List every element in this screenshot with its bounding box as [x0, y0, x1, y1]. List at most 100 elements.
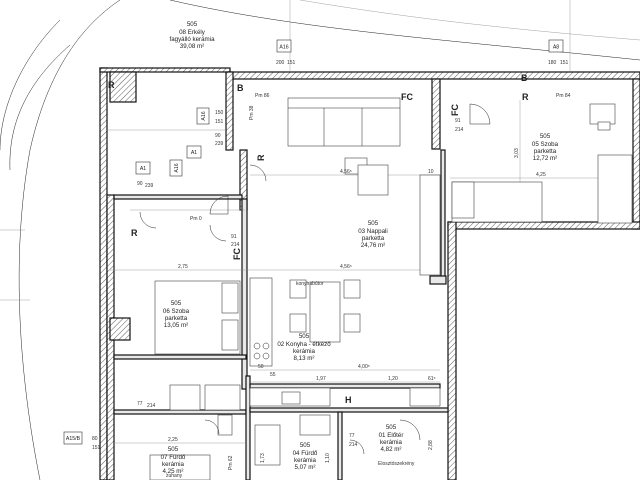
svg-text:50: 50	[258, 364, 264, 370]
svg-text:91: 91	[455, 118, 461, 124]
svg-text:01 Előtér: 01 Előtér	[379, 432, 404, 439]
svg-text:kerámia: kerámia	[293, 348, 316, 355]
svg-text:4,25 m²: 4,25 m²	[163, 468, 184, 475]
svg-text:505: 505	[368, 220, 379, 227]
svg-text:R: R	[108, 80, 115, 90]
svg-text:151: 151	[287, 60, 296, 66]
svg-text:200: 200	[276, 60, 285, 66]
svg-text:12,72 m²: 12,72 m²	[533, 155, 557, 162]
room-label-szoba06: 505 06 Szoba parketta 13,05 m²	[163, 300, 190, 329]
marker-a1-b: A1	[191, 150, 197, 156]
dimension-lines	[107, 0, 632, 444]
misc-labels: Pm 86 Pm 84 Pm 38 Pm 0 Pm 62 FC FC FC R …	[108, 73, 571, 479]
window-marker-box	[196, 107, 210, 125]
svg-text:24,76 m²: 24,76 m²	[361, 242, 385, 249]
svg-text:39,08 m²: 39,08 m²	[180, 43, 204, 50]
svg-text:kerámia: kerámia	[380, 439, 403, 446]
svg-text:06 Szoba: 06 Szoba	[163, 308, 190, 315]
svg-text:2,25: 2,25	[168, 437, 178, 443]
window-marker-box	[135, 161, 151, 175]
marker-a16-top: A16	[279, 45, 288, 51]
svg-text:151: 151	[560, 60, 569, 66]
svg-text:214: 214	[147, 403, 156, 409]
room-label-nappali: 505 03 Nappali parketta 24,76 m²	[358, 220, 388, 249]
svg-text:90: 90	[215, 133, 221, 139]
svg-text:91: 91	[231, 234, 237, 240]
svg-text:4,00⁵: 4,00⁵	[358, 364, 370, 370]
svg-text:kerámia: kerámia	[294, 457, 317, 464]
svg-text:Pm 38: Pm 38	[249, 105, 255, 120]
svg-text:R: R	[256, 154, 266, 161]
svg-text:parketta: parketta	[362, 235, 385, 242]
svg-text:parketta: parketta	[534, 148, 557, 155]
svg-text:B: B	[237, 83, 244, 93]
svg-text:55: 55	[270, 372, 276, 378]
svg-text:505: 505	[187, 21, 198, 28]
marker-a15b: A15/B	[66, 436, 81, 442]
svg-text:4,82 m²: 4,82 m²	[381, 446, 402, 453]
svg-text:Elosztószekrény: Elosztószekrény	[378, 461, 415, 467]
svg-text:H: H	[345, 395, 352, 405]
svg-text:90: 90	[137, 181, 143, 187]
window-marker-box	[63, 431, 83, 445]
svg-text:2,75: 2,75	[178, 264, 188, 270]
room-label-furdo07: 505 07 Fürdő kerámia 4,25 m²	[161, 446, 186, 475]
window-marker-box	[276, 39, 292, 53]
svg-text:4,56⁵: 4,56⁵	[340, 169, 352, 175]
svg-text:3,03: 3,03	[514, 148, 520, 158]
svg-text:505: 505	[299, 333, 310, 340]
door-swings	[139, 103, 491, 455]
svg-text:77: 77	[137, 401, 143, 407]
furniture	[149, 97, 633, 480]
svg-text:zuhany: zuhany	[166, 473, 183, 479]
svg-text:8,13 m²: 8,13 m²	[294, 355, 315, 362]
svg-text:FC: FC	[232, 248, 242, 260]
svg-text:1,73: 1,73	[260, 453, 266, 463]
svg-text:13,05 m²: 13,05 m²	[164, 322, 188, 329]
svg-text:08 Erkély: 08 Erkély	[179, 29, 206, 36]
svg-text:239: 239	[215, 141, 224, 147]
window-marker-box	[169, 159, 183, 177]
outer-walls	[99, 67, 640, 480]
svg-text:5,07 m²: 5,07 m²	[295, 464, 316, 471]
svg-text:505: 505	[386, 424, 397, 431]
svg-text:03 Nappali: 03 Nappali	[358, 228, 388, 235]
svg-text:1,97: 1,97	[316, 376, 326, 382]
svg-text:Pm 0: Pm 0	[190, 216, 202, 222]
svg-text:505: 505	[540, 133, 551, 140]
room-label-erkely: 505 08 Erkély fagyálló kerámia 39,08 m²	[169, 21, 215, 50]
window-marker-box	[186, 145, 202, 159]
marker-a16-left: A16	[201, 111, 207, 120]
svg-text:505: 505	[168, 446, 179, 453]
dimension-labels: 4,56⁵ 4,25 2,75 4,56⁵ 4,00⁵ 1,97 1,20 61…	[168, 148, 546, 463]
svg-text:07 Fürdő: 07 Fürdő	[161, 454, 186, 461]
marker-a1-a: A1	[140, 166, 146, 172]
svg-text:R: R	[131, 228, 138, 238]
svg-text:214: 214	[231, 242, 240, 248]
room-label-eloter: 505 01 Előtér kerámia 4,82 m²	[379, 424, 404, 453]
marker-a8-top: A8	[553, 45, 559, 51]
svg-text:1,10: 1,10	[325, 453, 331, 463]
svg-text:FC: FC	[401, 92, 413, 102]
svg-text:05 Szoba: 05 Szoba	[532, 141, 559, 148]
interior-walls	[113, 149, 449, 480]
svg-text:04 Fürdő: 04 Fürdő	[293, 450, 318, 457]
svg-text:61⁵: 61⁵	[428, 376, 436, 382]
svg-text:02 Konyha - étkező: 02 Konyha - étkező	[277, 341, 331, 348]
window-marker-box	[548, 39, 564, 53]
svg-text:fagyálló kerámia: fagyálló kerámia	[169, 36, 215, 43]
svg-text:Pm 84: Pm 84	[556, 93, 571, 99]
svg-text:505: 505	[171, 300, 182, 307]
room-label-konyha: 505 02 Konyha - étkező kerámia 8,13 m²	[277, 333, 331, 362]
svg-text:214: 214	[455, 127, 464, 133]
svg-text:151: 151	[92, 445, 101, 451]
svg-text:77: 77	[349, 433, 355, 439]
svg-text:Pm 62: Pm 62	[228, 455, 234, 470]
room-label-szoba05: 505 05 Szoba parketta 12,72 m²	[532, 133, 559, 162]
svg-text:10: 10	[428, 169, 434, 175]
svg-text:214: 214	[349, 442, 358, 448]
svg-text:1,20: 1,20	[388, 376, 398, 382]
svg-text:konyhabútor: konyhabútor	[296, 281, 324, 287]
marker-a16-mid: A16	[174, 163, 180, 172]
sill-labels: 200 151 180 151 150 151 90 239 90 239 91…	[92, 60, 569, 451]
